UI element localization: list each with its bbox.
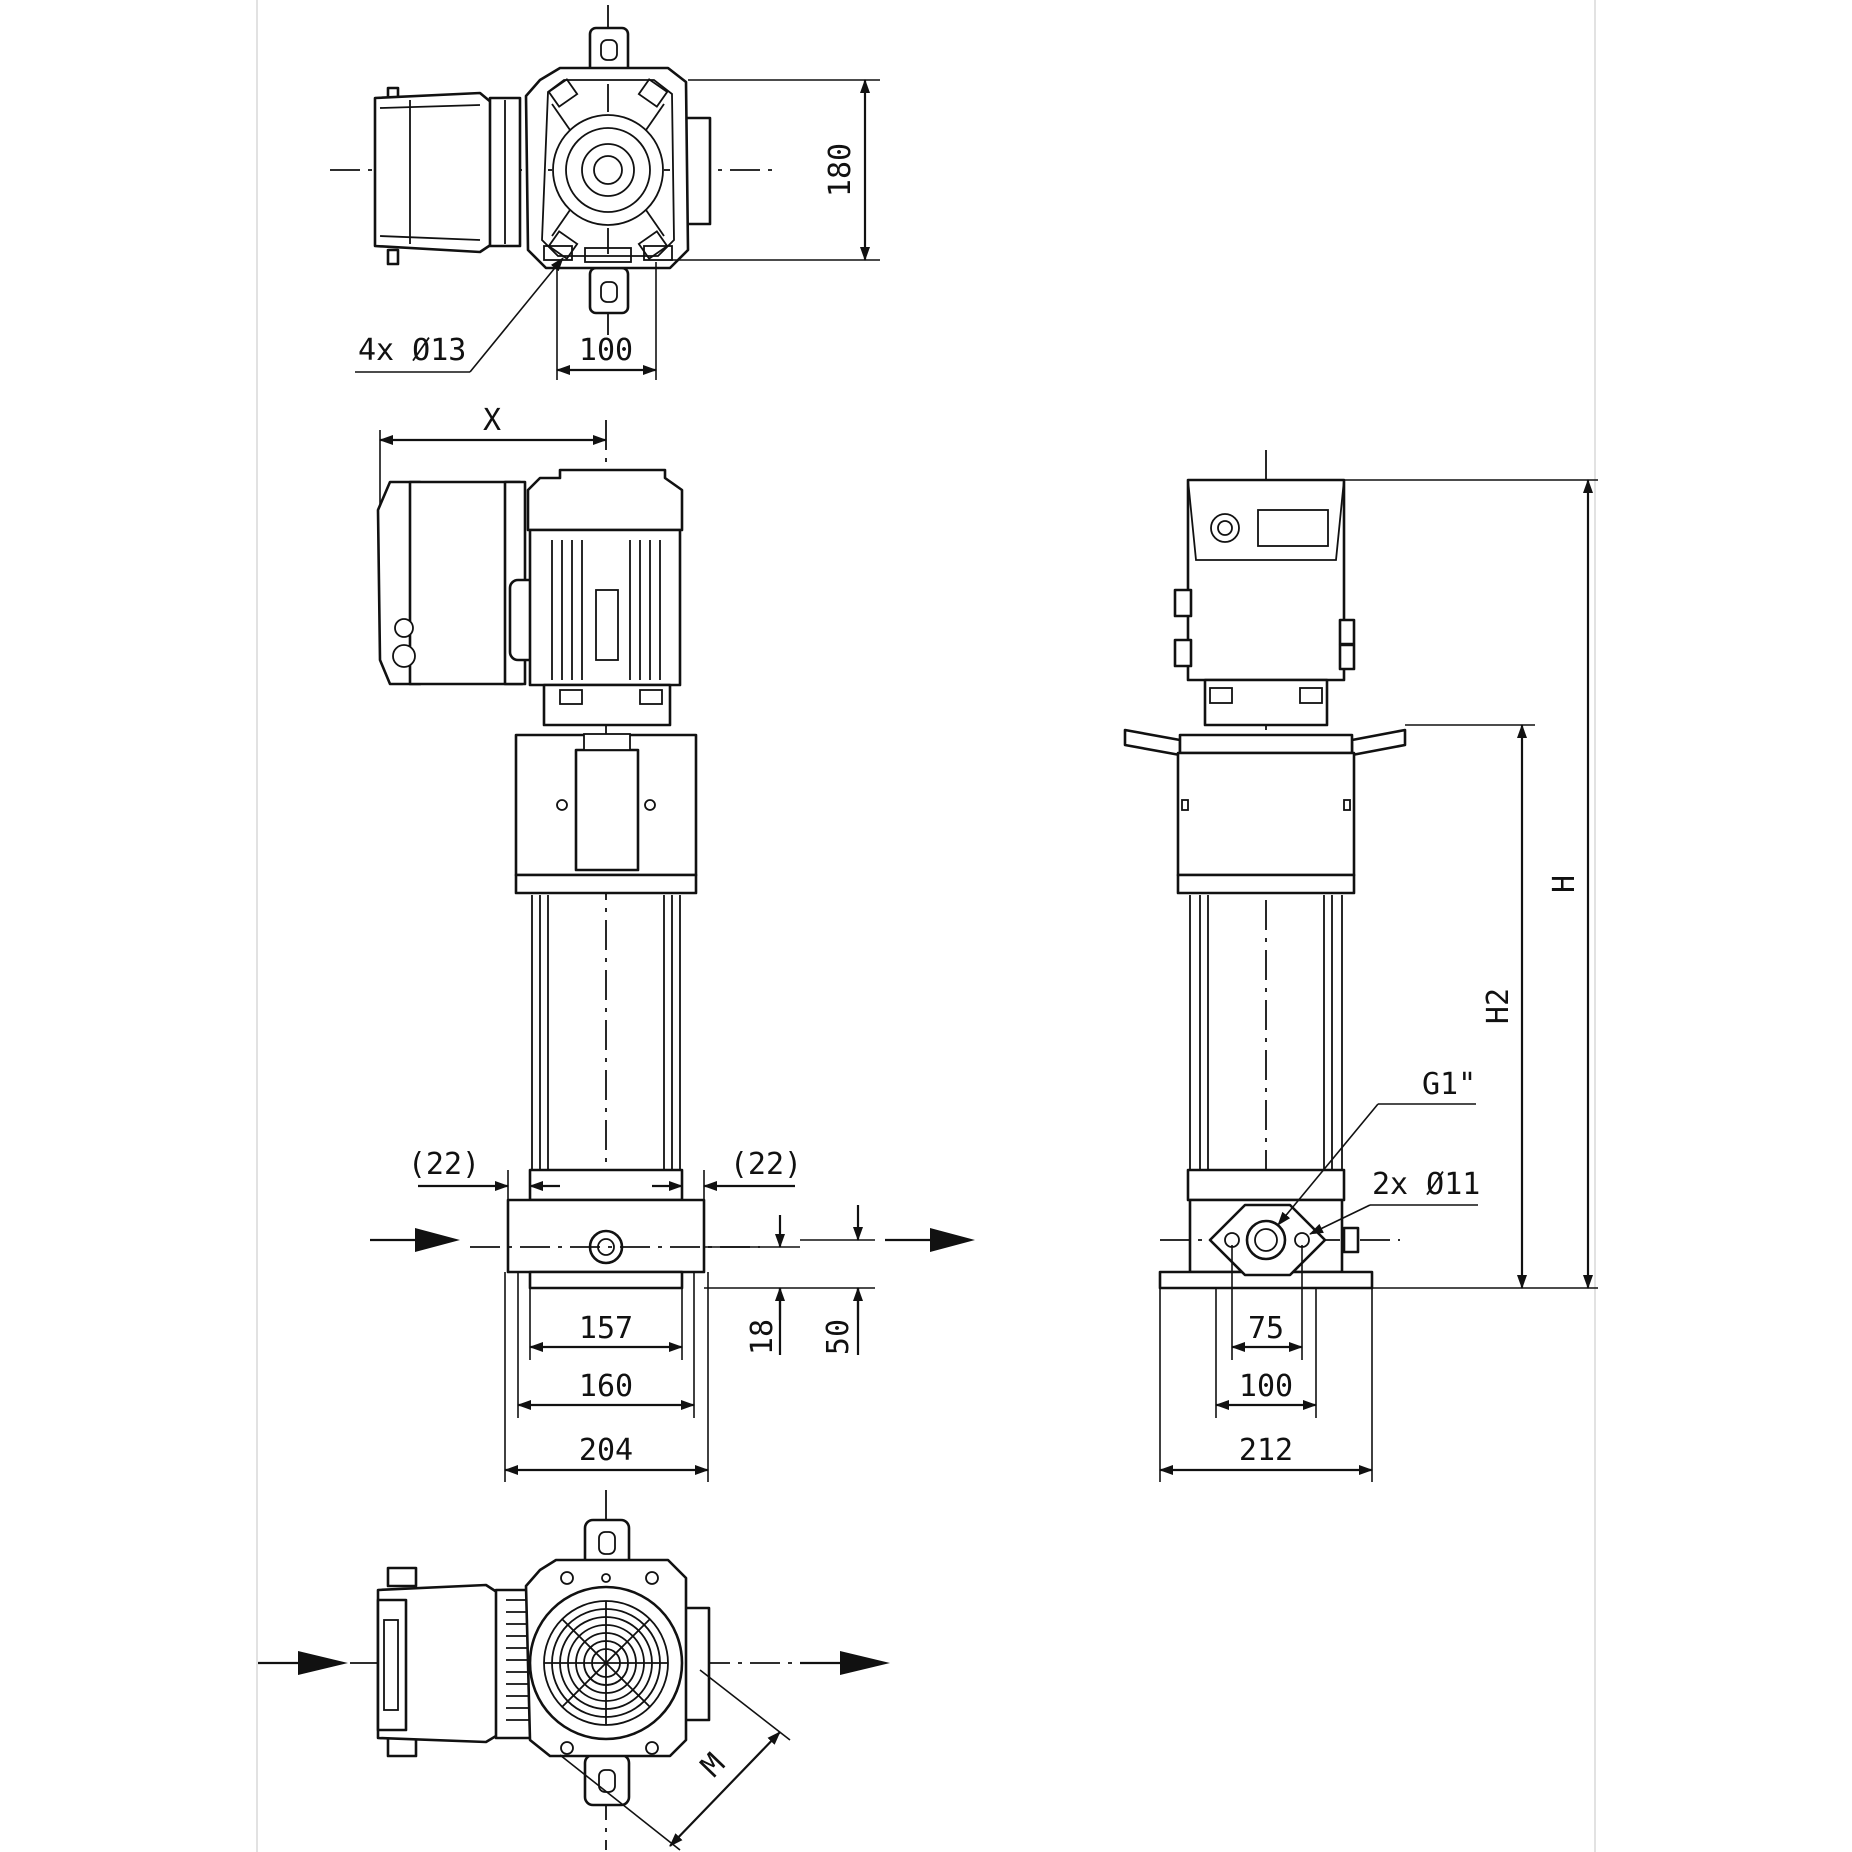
mount-hole-label: 4x Ø13 bbox=[358, 333, 466, 368]
front-view: X bbox=[370, 403, 975, 1482]
bottom-pump-body bbox=[524, 1518, 711, 1807]
bottom-view: M bbox=[258, 1490, 890, 1851]
lantern-bracket bbox=[514, 733, 698, 895]
dimension-22-left: (22) bbox=[408, 1147, 560, 1200]
top-view: 180 4x Ø13 100 bbox=[330, 5, 880, 380]
dimension-x-label: X bbox=[483, 403, 501, 438]
dimension-22-left-label: (22) bbox=[408, 1147, 480, 1182]
flange-hole-label: 2x Ø11 bbox=[1372, 1167, 1480, 1202]
dimension-22-right: (22) bbox=[652, 1147, 802, 1200]
motor bbox=[526, 468, 684, 727]
side-control-unit bbox=[1173, 478, 1356, 727]
top-control-box bbox=[373, 86, 522, 266]
front-control-box bbox=[376, 480, 542, 686]
pump-column bbox=[531, 895, 681, 1190]
thread-label: G1" bbox=[1422, 1067, 1476, 1102]
dimension-75-label: 75 bbox=[1248, 1311, 1284, 1346]
outlet-arrow-icon bbox=[885, 1228, 975, 1252]
side-base bbox=[1158, 1203, 1400, 1290]
dimension-157: 157 bbox=[529, 1288, 683, 1360]
top-pump-head bbox=[524, 26, 712, 315]
dimension-204-label: 204 bbox=[579, 1433, 633, 1468]
dimension-h2: H2 bbox=[1405, 724, 1535, 1289]
dimension-100-side-label: 100 bbox=[1239, 1369, 1293, 1404]
dimension-75: 75 bbox=[1231, 1245, 1303, 1360]
bottom-control-box bbox=[376, 1566, 534, 1758]
bottom-inlet-arrow-icon bbox=[258, 1651, 348, 1675]
mount-hole-callout: 4x Ø13 bbox=[355, 257, 564, 373]
dimension-m-label: M bbox=[694, 1747, 732, 1784]
dimension-160-label: 160 bbox=[579, 1369, 633, 1404]
dimension-18: 18 bbox=[704, 1215, 800, 1355]
dimension-212-label: 212 bbox=[1239, 1433, 1293, 1468]
side-lantern-bracket bbox=[1123, 728, 1407, 895]
dimension-18-label: 18 bbox=[745, 1319, 780, 1355]
dimension-100-top: 100 bbox=[556, 262, 657, 380]
dimension-h-label: H bbox=[1547, 875, 1582, 893]
dimension-h2-label: H2 bbox=[1481, 988, 1516, 1024]
dimension-212: 212 bbox=[1159, 1288, 1373, 1482]
dimension-x: X bbox=[379, 403, 607, 510]
dimension-100-top-label: 100 bbox=[579, 333, 633, 368]
dimension-160: 160 bbox=[517, 1272, 695, 1418]
bottom-outlet-arrow-icon bbox=[800, 1651, 890, 1675]
dimension-204: 204 bbox=[504, 1272, 709, 1482]
dimension-h: H bbox=[1344, 479, 1598, 1289]
dimension-180-label: 180 bbox=[823, 143, 858, 197]
side-view: G1" 2x Ø11 75 100 212 bbox=[1123, 450, 1598, 1482]
dimension-50-label: 50 bbox=[821, 1319, 856, 1355]
dimension-22-right-label: (22) bbox=[730, 1147, 802, 1182]
dimension-100-side: 100 bbox=[1215, 1288, 1317, 1418]
inlet-arrow-icon bbox=[370, 1228, 460, 1252]
pump-base bbox=[470, 1168, 760, 1290]
dimension-180: 180 bbox=[670, 79, 880, 261]
flange-hole-callout: 2x Ø11 bbox=[1309, 1167, 1480, 1235]
dimension-50: 50 bbox=[800, 1205, 875, 1355]
dimension-157-label: 157 bbox=[579, 1311, 633, 1346]
sheet-frame bbox=[256, 0, 1596, 1852]
thread-callout: G1" bbox=[1277, 1067, 1476, 1226]
